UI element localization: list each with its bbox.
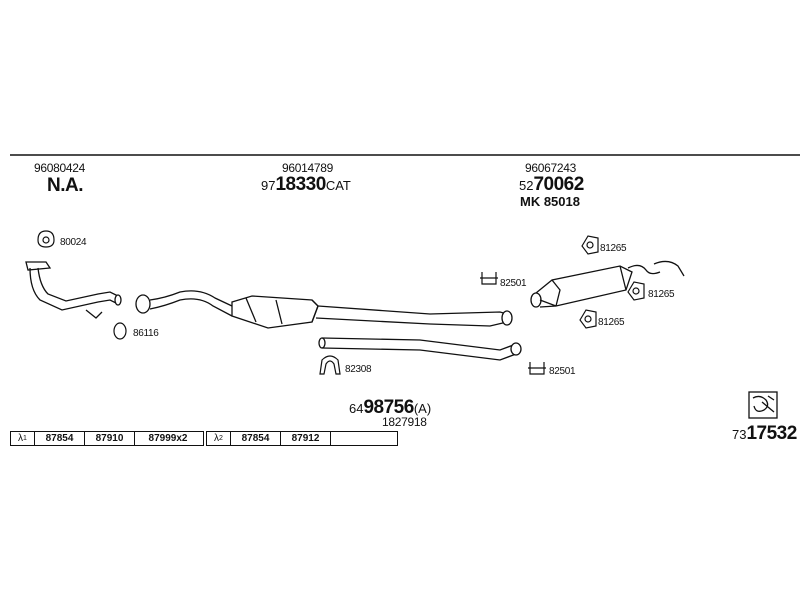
label-82308: 82308 — [345, 364, 372, 375]
kit-sub-number: 1827918 — [382, 415, 427, 429]
middle-pipe-drawing — [318, 337, 522, 361]
kit-number: 6498756(A) — [349, 397, 431, 419]
rear-silencer-oe: 96067243 — [525, 161, 576, 175]
catalyst-drawing — [135, 290, 513, 329]
label-82501-lower: 82501 — [549, 366, 576, 377]
catalyst-suffix: CAT — [325, 178, 351, 193]
lambda-2-cell: 87912 — [281, 432, 331, 445]
rear-silencer-number: 5270062 — [519, 174, 584, 196]
lambda-2-cell: 87854 — [231, 432, 281, 445]
catalyst-num: 18330 — [275, 174, 326, 195]
footer-icon-drawing — [748, 391, 778, 419]
rear-silencer-mk: MK 85018 — [520, 194, 580, 209]
front-pipe-drawing — [25, 261, 122, 319]
label-81265-top: 81265 — [600, 243, 627, 254]
front-pipe-oe: 96080424 — [34, 161, 85, 175]
label-86116: 86116 — [133, 328, 159, 339]
catalyst-number: 9718330CAT — [261, 174, 351, 196]
footer-prefix: 73 — [732, 427, 747, 442]
lambda-1-cell: 87999x2 — [148, 433, 188, 444]
clamp-82501b-drawing — [528, 362, 546, 375]
footer-num: 17532 — [746, 423, 797, 444]
rear-silencer-drawing — [530, 260, 685, 308]
clamp-82308-drawing — [319, 355, 341, 375]
rear-silencer-num: 70062 — [533, 174, 584, 195]
lambda-2-cell — [331, 432, 395, 445]
ring-86116-drawing — [113, 322, 127, 340]
label-81265-bottom: 81265 — [598, 317, 625, 328]
front-pipe-code: N.A. — [47, 175, 84, 196]
kit-prefix: 64 — [349, 401, 364, 416]
label-80024: 80024 — [60, 237, 87, 248]
catalyst-oe: 96014789 — [282, 161, 333, 175]
catalyst-prefix: 97 — [261, 178, 276, 193]
label-82501-upper: 82501 — [500, 278, 527, 289]
lambda-1-cell: 87910 — [85, 432, 135, 445]
kit-suffix: (A) — [413, 401, 432, 416]
footer-code: 7317532 — [732, 423, 797, 445]
label-81265-right: 81265 — [648, 289, 675, 300]
gasket-80024-drawing — [37, 230, 55, 248]
lambda-1-cell: 87854 — [35, 432, 85, 445]
mount-81265-drawings — [579, 235, 645, 329]
kit-num: 98756 — [363, 397, 414, 418]
rear-silencer-prefix: 52 — [519, 178, 534, 193]
clamp-82501a-drawing — [480, 272, 498, 285]
